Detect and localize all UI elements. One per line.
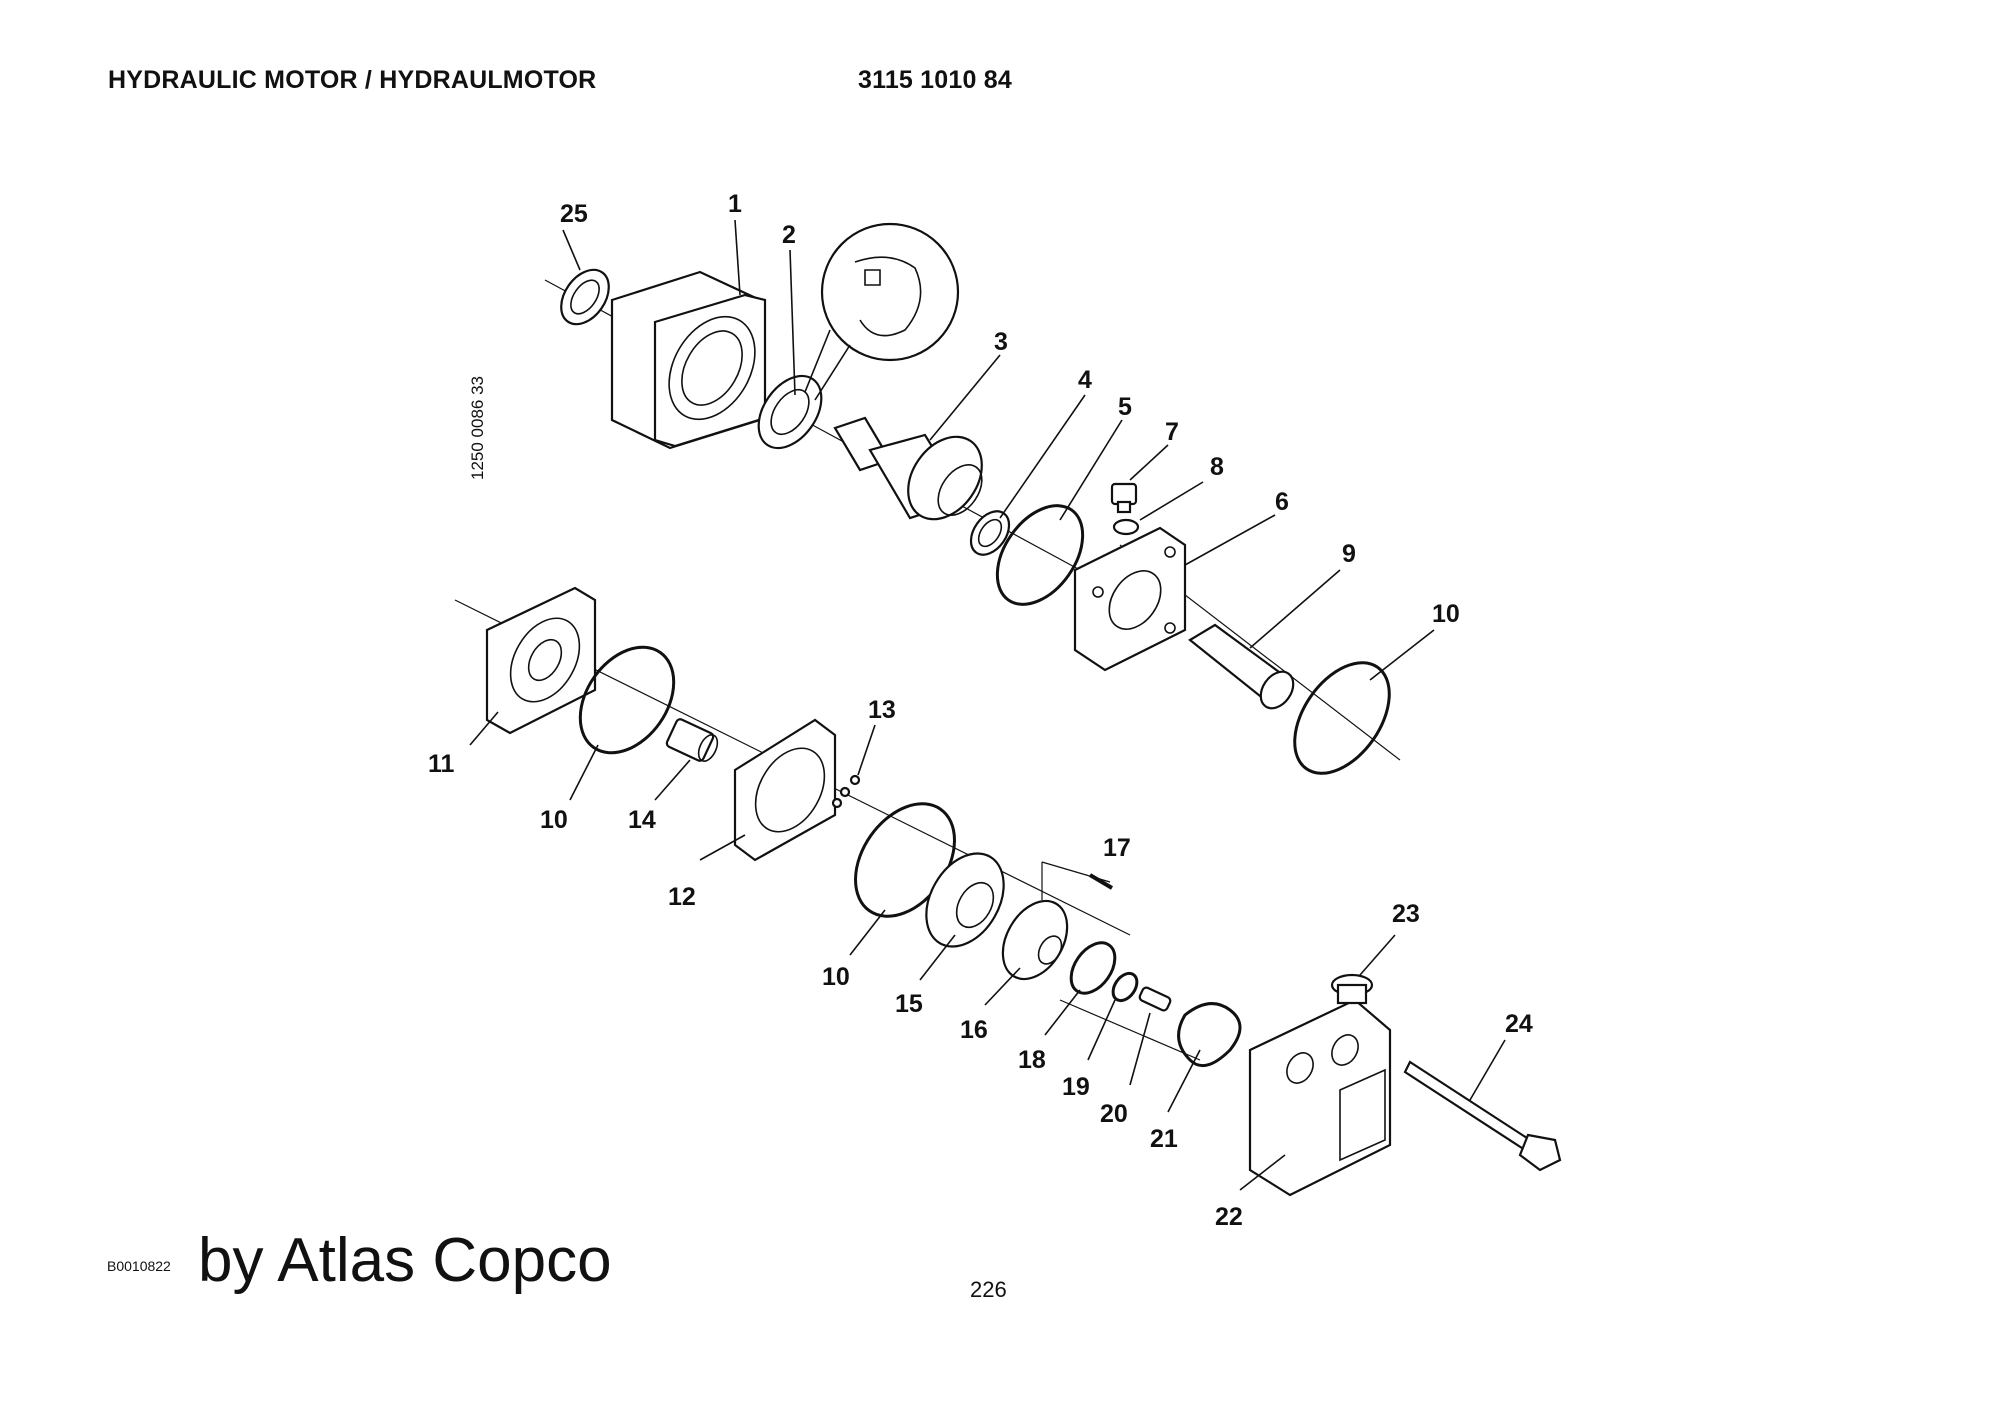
callout-21: 21	[1150, 1125, 1178, 1153]
brand-text: by Atlas Copco	[198, 1226, 612, 1295]
callout-15: 15	[895, 990, 923, 1018]
callout-2: 2	[782, 221, 796, 249]
callout-18: 18	[1018, 1046, 1046, 1074]
callout-1: 1	[728, 190, 742, 218]
callout-23: 23	[1392, 900, 1420, 928]
callout-9: 9	[1342, 540, 1356, 568]
callout-16: 16	[960, 1016, 988, 1044]
callout-8: 8	[1210, 453, 1224, 481]
small-ring-part	[969, 510, 1011, 556]
pin-leader	[1041, 861, 1111, 900]
spacer-part	[1138, 986, 1172, 1012]
callout-3: 3	[994, 328, 1008, 356]
o-ring-part-10b	[578, 645, 676, 755]
figure-code: B0010822	[107, 1258, 171, 1274]
callout-12: 12	[668, 883, 696, 911]
callout-17: 17	[1103, 834, 1131, 862]
callout-22: 22	[1215, 1203, 1243, 1231]
end-housing-part	[1248, 998, 1392, 1197]
washer-part	[1112, 518, 1140, 536]
leader-lines	[469, 219, 1506, 1191]
plug-part	[1110, 482, 1138, 514]
housing-plate-part	[1073, 526, 1187, 672]
o-ring-part-5	[995, 504, 1085, 606]
callout-4: 4	[1078, 366, 1092, 394]
callout-6: 6	[1275, 488, 1289, 516]
callout-7: 7	[1165, 418, 1179, 446]
lower-axis-line	[1059, 999, 1201, 1061]
distributor-plate-part	[733, 718, 837, 862]
callout-11: 11	[428, 750, 455, 778]
callout-24: 24	[1505, 1010, 1533, 1038]
callout-10-middle: 10	[822, 963, 850, 991]
callout-20: 20	[1100, 1100, 1128, 1128]
ball-parts	[831, 774, 861, 809]
small-gear-part	[665, 718, 719, 762]
shaft-seal-part	[757, 374, 823, 450]
flange-plate-part	[610, 270, 767, 450]
bolt-part	[1403, 1060, 1562, 1172]
drive-shaft-part	[1188, 623, 1295, 710]
callout-5: 5	[1118, 393, 1132, 421]
part-number: 3115 1010 84	[858, 66, 1012, 94]
callout-25: 25	[560, 200, 588, 228]
page-title: HYDRAULIC MOTOR / HYDRAULMOTOR	[108, 66, 597, 94]
end-plate-part	[485, 586, 597, 735]
gasket-part	[1177, 1002, 1242, 1068]
ring-part-19	[1111, 971, 1139, 1003]
callout-14: 14	[628, 806, 656, 834]
seal-ring-part	[560, 268, 610, 326]
o-ring-part-10a	[1293, 661, 1391, 775]
callout-10-right: 10	[1432, 600, 1460, 628]
output-shaft-part	[833, 416, 983, 521]
rotor-set-part	[925, 852, 1005, 948]
seal-detail-magnifier	[804, 222, 960, 401]
page-number: 226	[970, 1277, 1007, 1302]
callout-13: 13	[868, 696, 896, 724]
cap-part	[1330, 973, 1374, 1005]
valve-part	[1001, 899, 1069, 981]
callout-19: 19	[1062, 1073, 1090, 1101]
callout-10-left: 10	[540, 806, 568, 834]
small-ring-inner	[977, 518, 1003, 548]
ring-part-18	[1069, 941, 1117, 995]
